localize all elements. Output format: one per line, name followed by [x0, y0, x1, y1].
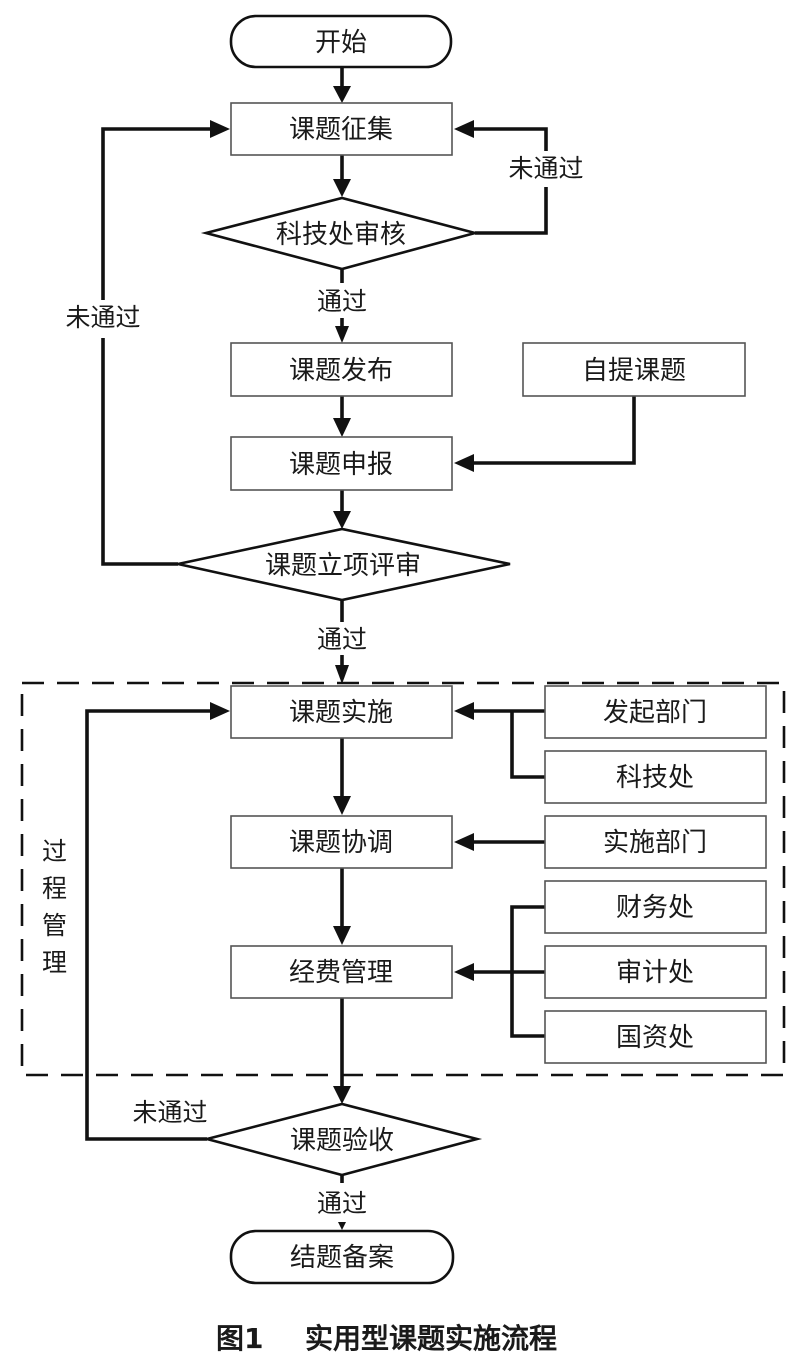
arrowhead — [454, 702, 474, 720]
group-label-char-1: 过 — [42, 837, 67, 866]
edge-label-fail-tech-review: 未通过 — [508, 154, 583, 183]
process-box — [230, 685, 453, 739]
edge-label-fail-approval: 未通过 — [65, 303, 140, 332]
arrowhead — [333, 796, 351, 815]
arrowhead — [454, 454, 474, 472]
process-box — [544, 880, 767, 934]
arrowhead — [333, 86, 351, 103]
edge-label-pass-approval: 通过 — [317, 625, 367, 654]
node-initiating-dept: 发起部门 — [544, 685, 767, 739]
node-self-proposed-label: 自提课题 — [582, 356, 686, 386]
node-approval-review-label: 课题立项评审 — [265, 551, 421, 581]
arrowhead — [333, 1086, 351, 1104]
arrowhead — [454, 963, 474, 981]
node-acceptance: 课题验收 — [201, 1102, 483, 1177]
edge-approval-fail-upper — [101, 127, 214, 300]
node-state-assets-office: 国资处 — [544, 1010, 767, 1064]
decision-shape — [177, 527, 511, 602]
edge-techoffice-implement — [510, 711, 545, 779]
arrowhead — [338, 1222, 346, 1230]
arrowhead — [210, 702, 230, 720]
process-box — [544, 815, 767, 869]
edge-label-pass-tech-review: 通过 — [317, 287, 367, 316]
arrowhead — [210, 120, 230, 138]
node-finance-office-label: 财务处 — [616, 893, 694, 923]
group-label-char-3: 管 — [42, 911, 67, 940]
node-audit-office-label: 审计处 — [616, 958, 694, 988]
edge-self-apply — [470, 396, 636, 465]
node-publish-label: 课题发布 — [289, 356, 393, 386]
node-implementing-dept-label: 实施部门 — [603, 828, 707, 858]
process-management-group — [20, 681, 786, 1077]
node-tech-office: 科技处 — [544, 750, 767, 804]
arrowhead — [333, 418, 351, 437]
node-implementing-dept: 实施部门 — [544, 815, 767, 869]
node-coordinate: 课题协调 — [230, 815, 453, 869]
node-coordinate-label: 课题协调 — [289, 828, 393, 858]
node-tech-office-label: 科技处 — [616, 763, 694, 793]
arrowhead — [454, 120, 474, 138]
connectors — [85, 67, 636, 1230]
arrowhead — [454, 833, 474, 851]
node-publish: 课题发布 — [230, 342, 453, 397]
node-finance-office: 财务处 — [544, 880, 767, 934]
process-box — [230, 436, 453, 491]
node-initiating-dept-label: 发起部门 — [603, 698, 707, 728]
decision-shape — [200, 196, 481, 271]
process-box — [230, 102, 453, 156]
node-start: 开始 — [229, 14, 453, 69]
process-box — [230, 342, 453, 397]
process-box — [230, 945, 453, 999]
arrowhead — [335, 326, 349, 343]
process-box — [522, 342, 746, 397]
node-funding-label: 经费管理 — [289, 958, 393, 988]
node-start-label: 开始 — [315, 28, 367, 58]
group-label-char-2: 程 — [42, 874, 67, 903]
node-state-assets-office-label: 国资处 — [616, 1023, 694, 1053]
terminal-shape — [229, 1229, 455, 1285]
node-collect: 课题征集 — [230, 102, 453, 156]
node-self-proposed: 自提课题 — [522, 342, 746, 397]
arrowhead — [333, 926, 351, 945]
edge-acceptance-fail — [85, 709, 214, 1141]
node-tech-review-label: 科技处审核 — [276, 220, 406, 250]
node-implement: 课题实施 — [230, 685, 453, 739]
arrowhead — [335, 665, 349, 684]
decision-shape — [201, 1102, 483, 1177]
node-approval-review: 课题立项评审 — [177, 527, 511, 602]
node-archive-label: 结题备案 — [290, 1243, 394, 1273]
node-archive: 结题备案 — [229, 1229, 455, 1285]
arrowhead — [333, 179, 351, 197]
edge-approval-fail-lower — [101, 338, 178, 566]
process-box — [544, 750, 767, 804]
terminal-shape — [229, 14, 453, 69]
edge-review-fail-lower — [475, 187, 548, 235]
process-box — [544, 685, 767, 739]
edge-label-fail-acceptance: 未通过 — [132, 1098, 207, 1127]
node-collect-label: 课题征集 — [289, 115, 393, 145]
edge-label-pass-acceptance: 通过 — [317, 1189, 367, 1218]
process-box — [544, 1010, 767, 1064]
node-tech-review: 科技处审核 — [200, 196, 481, 271]
node-implement-label: 课题实施 — [289, 698, 393, 728]
node-audit-office: 审计处 — [544, 945, 767, 999]
process-box — [544, 945, 767, 999]
figure-number: 图1 — [216, 1322, 263, 1355]
edge-review-fail-upper — [470, 127, 548, 151]
arrowhead — [333, 511, 351, 529]
node-apply: 课题申报 — [230, 436, 453, 491]
group-label-char-4: 理 — [42, 948, 67, 977]
figure-caption: 图1 实用型课题实施流程 — [216, 1322, 557, 1355]
node-acceptance-label: 课题验收 — [290, 1126, 394, 1156]
figure-title: 实用型课题实施流程 — [305, 1322, 557, 1355]
node-apply-label: 课题申报 — [289, 450, 393, 480]
node-funding: 经费管理 — [230, 945, 453, 999]
process-box — [230, 815, 453, 869]
